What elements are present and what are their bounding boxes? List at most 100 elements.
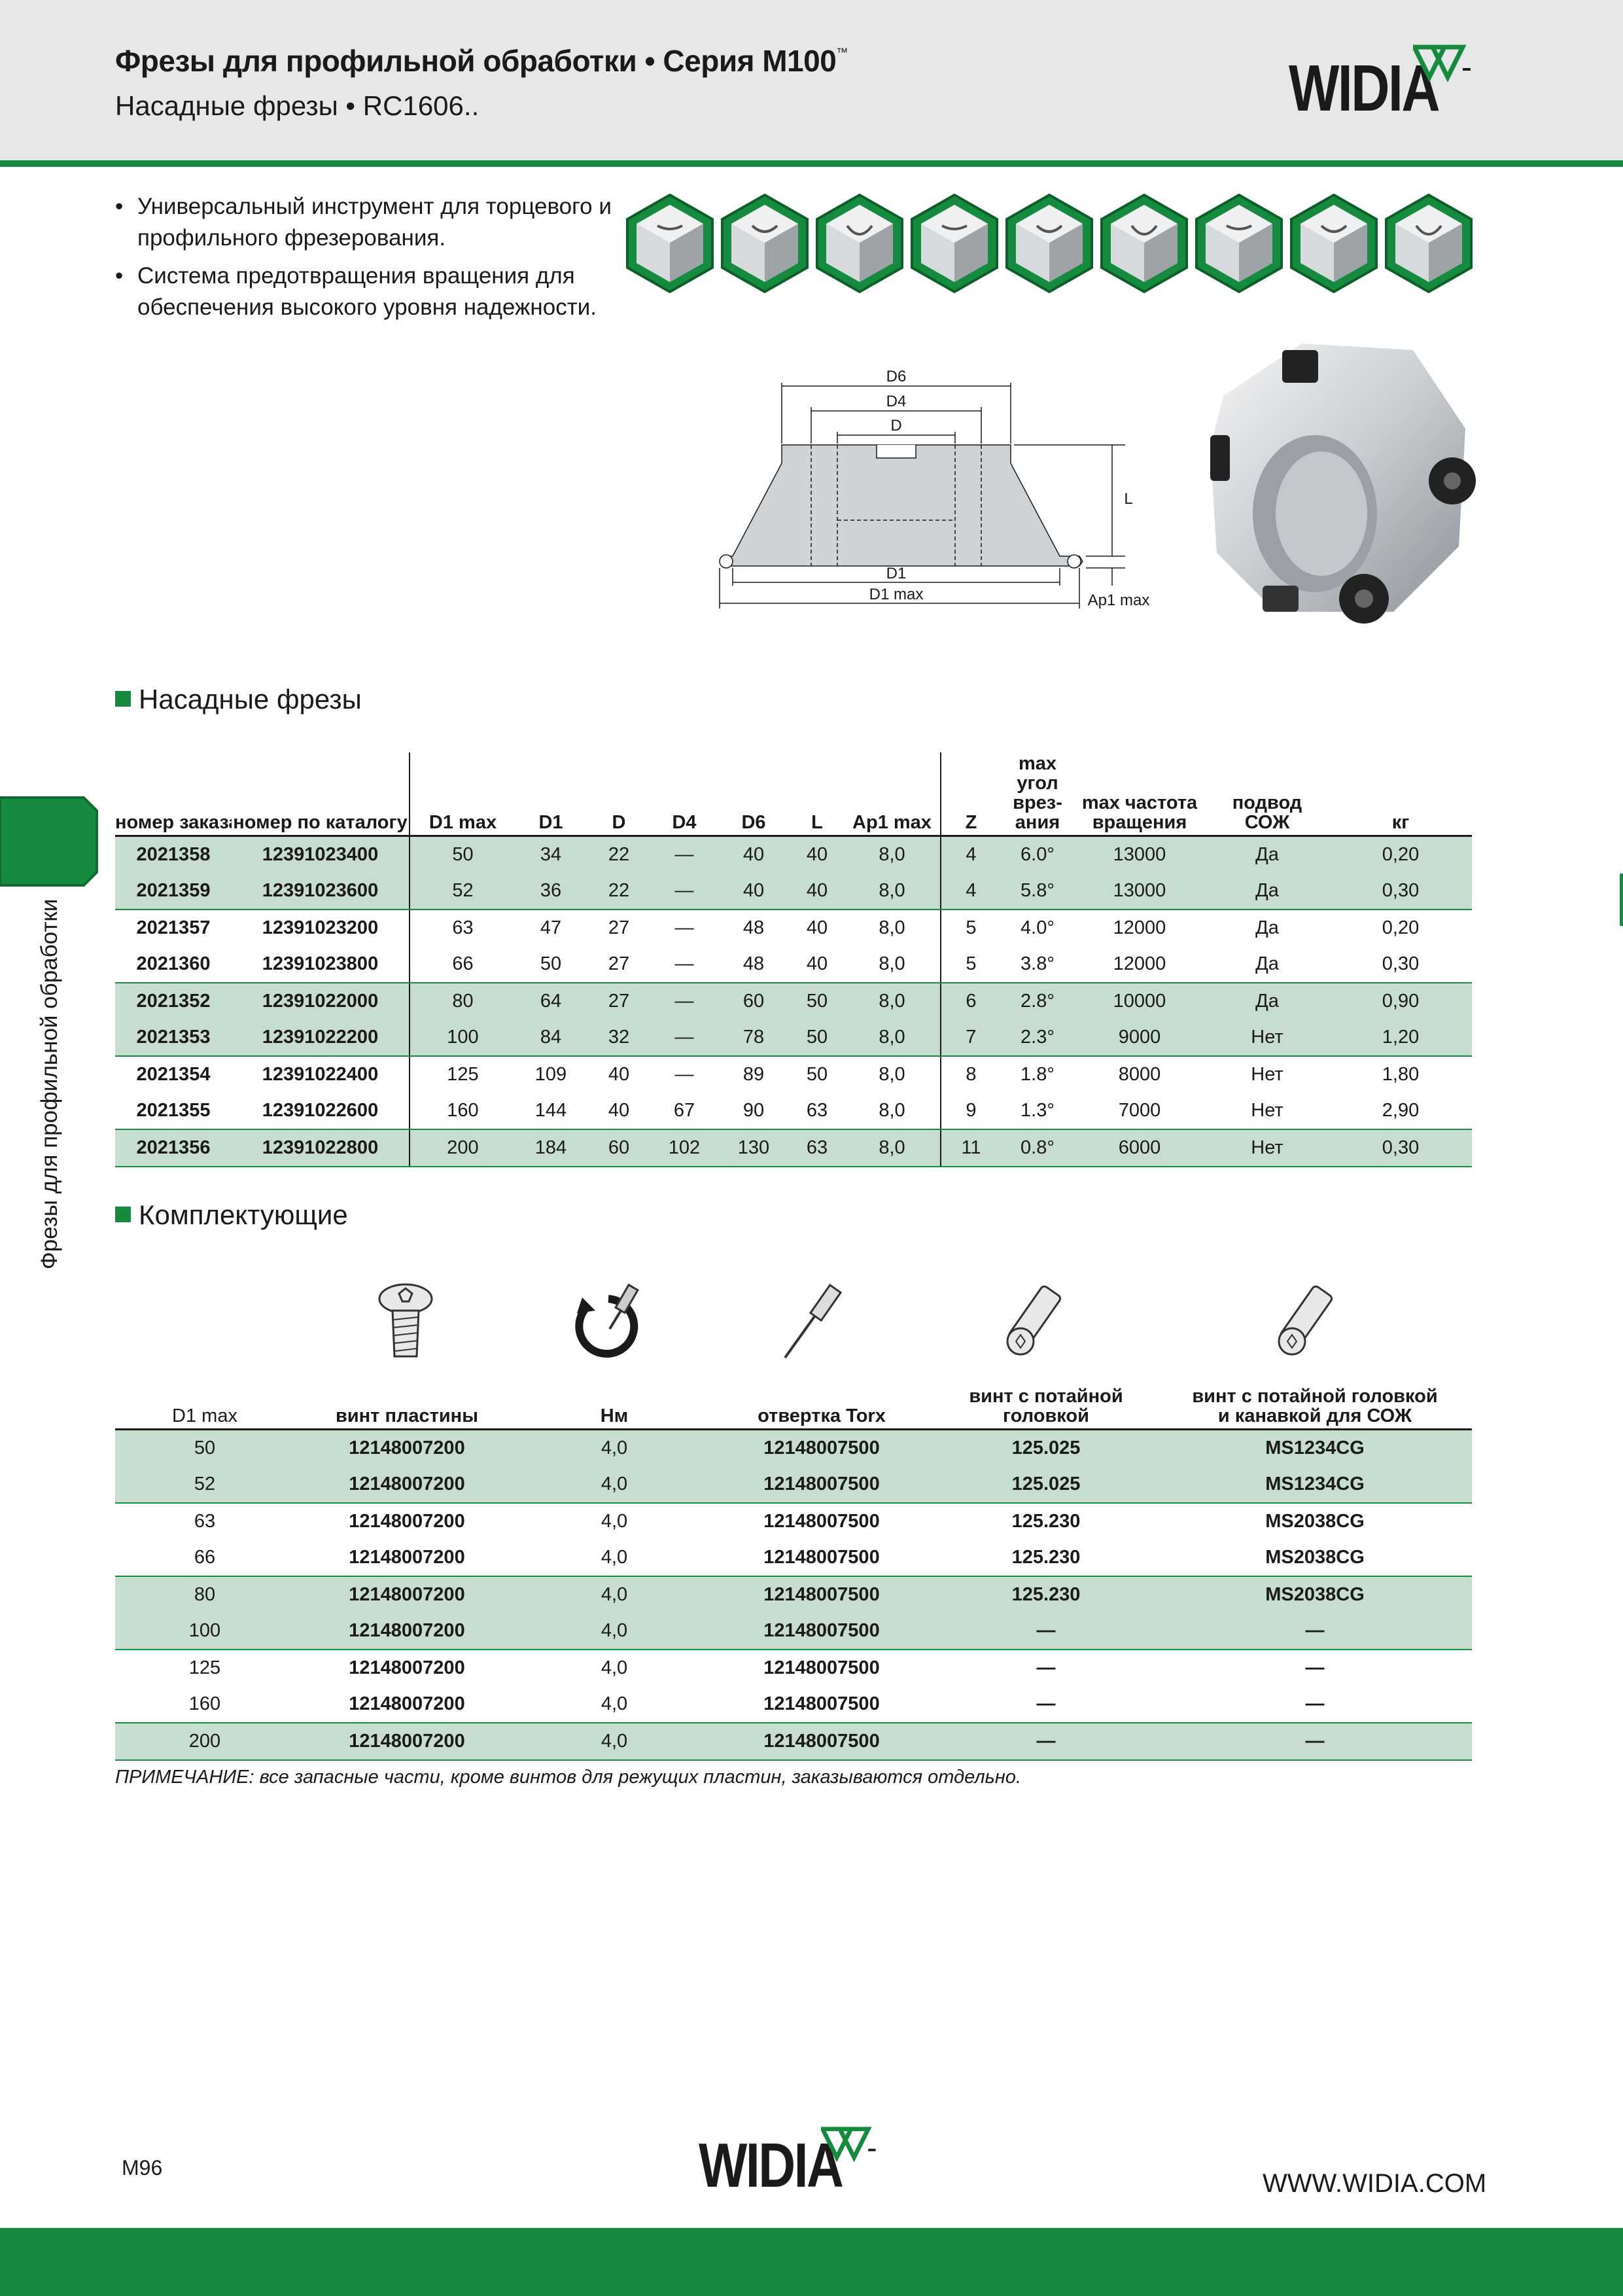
table-cell: 4 <box>941 836 1001 873</box>
widia-logo: WIDIA <box>1289 52 1440 125</box>
table-cell: 50 <box>790 982 844 1019</box>
table-cell: 8,0 <box>844 909 941 946</box>
table-cell: 125.025 <box>934 1466 1158 1504</box>
table-cell: 8,0 <box>844 1092 941 1130</box>
table-cell: 12000 <box>1113 917 1166 938</box>
table-cell: 8000 <box>1118 1063 1161 1085</box>
website-url[interactable]: WWW.WIDIA.COM <box>1263 2169 1487 2198</box>
table-cell: — <box>652 872 717 910</box>
table-cell: 8,0 <box>844 836 941 873</box>
table-cell: 8,0 <box>844 945 941 983</box>
table-cell: 67 <box>652 1092 717 1130</box>
table-cell: 63 <box>790 1129 844 1167</box>
table-cell: 4,0 <box>519 1466 709 1504</box>
table-cell: 12148007500 <box>709 1722 934 1761</box>
table-cell: 50 <box>115 1429 294 1466</box>
bullet-2: • Система предотвращения вращения для об… <box>115 263 597 320</box>
table-cell: 2021355 <box>115 1092 232 1130</box>
table-cell: 78 <box>717 1019 790 1057</box>
table-cell: 12148007200 <box>349 1657 465 1678</box>
table-cell: 12391023200 <box>232 909 410 946</box>
table-cell: 12148007500 <box>763 1657 880 1678</box>
table-cell: 2021360 <box>115 945 232 983</box>
table-cell: 12148007500 <box>709 1466 934 1504</box>
table-cell: MS1234CG <box>1158 1466 1472 1504</box>
table-cell: 4,0 <box>519 1429 709 1466</box>
table-cell: 160 <box>410 1092 515 1130</box>
col-coolant: подвод СОЖ <box>1205 752 1329 837</box>
table-cell: 12148007200 <box>294 1539 519 1577</box>
side-marker <box>1620 874 1623 926</box>
dim-d1max: D1 max <box>869 586 924 603</box>
table-cell: 84 <box>515 1019 586 1057</box>
table-cell: 5 <box>966 917 977 938</box>
table-cell: 3.8° <box>1001 945 1074 983</box>
table-cell: — <box>934 1722 1158 1761</box>
table-cell: 160 <box>115 1686 294 1723</box>
pocket-milling-icon <box>911 193 998 294</box>
table-cell: 1.8° <box>1021 1063 1055 1085</box>
col-coolant-screw: винт с потайной головкой и канавкой для … <box>1158 1381 1472 1430</box>
slotting-icon <box>721 193 809 294</box>
table-cell: Да <box>1205 982 1329 1019</box>
table-cell: 27 <box>586 982 652 1019</box>
table-cell: 89 <box>742 1063 765 1085</box>
widia-logo-mark-icon <box>1413 44 1471 82</box>
table-cell: 102 <box>652 1129 717 1167</box>
table-cell: 2021358 <box>115 836 232 873</box>
table-cell: 8,0 <box>844 872 941 910</box>
table-cell: 40 <box>717 836 790 873</box>
table-cell: 8,0 <box>844 1129 941 1167</box>
page-title: Фрезы для профильной обработки • Серия М… <box>115 43 848 79</box>
table-cell: 48 <box>742 917 765 938</box>
table-cell: — <box>652 836 717 873</box>
table-cell: 50 <box>515 945 586 983</box>
table-cell: — <box>652 1019 717 1057</box>
table-cell: Да <box>1205 836 1329 873</box>
table-cell: 200 <box>115 1722 294 1761</box>
table-cell: — <box>1158 1612 1472 1650</box>
table-cell: 90 <box>717 1092 790 1130</box>
table-cell: — <box>674 1063 694 1085</box>
table-cell: 0,30 <box>1329 945 1472 983</box>
col-d: D <box>586 752 652 837</box>
table-cell: 4,0 <box>519 1686 709 1723</box>
table-cell: 2021352 <box>115 982 232 1019</box>
dim-ap1max: Ap1 max <box>1088 592 1150 609</box>
table-cell: 5 <box>941 945 1001 983</box>
table-cell: 9 <box>941 1092 1001 1130</box>
section-title-cutters: Насадные фрезы <box>115 684 362 715</box>
table-cell: 40 <box>717 872 790 910</box>
footer-bar <box>0 2228 1623 2296</box>
col-d1max: D1 max <box>410 752 515 837</box>
table-cell: 2,90 <box>1329 1092 1472 1130</box>
dim-l: L <box>1124 490 1132 508</box>
table-cell: 4,0 <box>519 1722 709 1761</box>
table-cell: 100 <box>410 1019 515 1057</box>
dim-d6: D6 <box>886 368 907 385</box>
table-cell: 4,0 <box>519 1612 709 1650</box>
table-cell: 50 <box>806 1063 828 1085</box>
table-cell: 12148007200 <box>294 1612 519 1650</box>
table-cell: 130 <box>717 1129 790 1167</box>
shoulder-milling-icon <box>816 193 903 294</box>
table-cell: 200 <box>410 1129 515 1167</box>
table-cell: 36 <box>515 872 586 910</box>
section-marker <box>115 690 131 707</box>
table-cell: 12391023400 <box>232 836 410 873</box>
table-cell: 2021353 <box>115 1019 232 1057</box>
table-cell: MS2038CG <box>1158 1576 1472 1613</box>
cutter-dimension-drawing: D6 D4 D L D1 D1 max Ap1 max <box>719 368 1150 609</box>
table-cell: 6.0° <box>1001 836 1074 873</box>
dim-d: D <box>890 417 901 434</box>
table-cell: — <box>1305 1657 1325 1678</box>
